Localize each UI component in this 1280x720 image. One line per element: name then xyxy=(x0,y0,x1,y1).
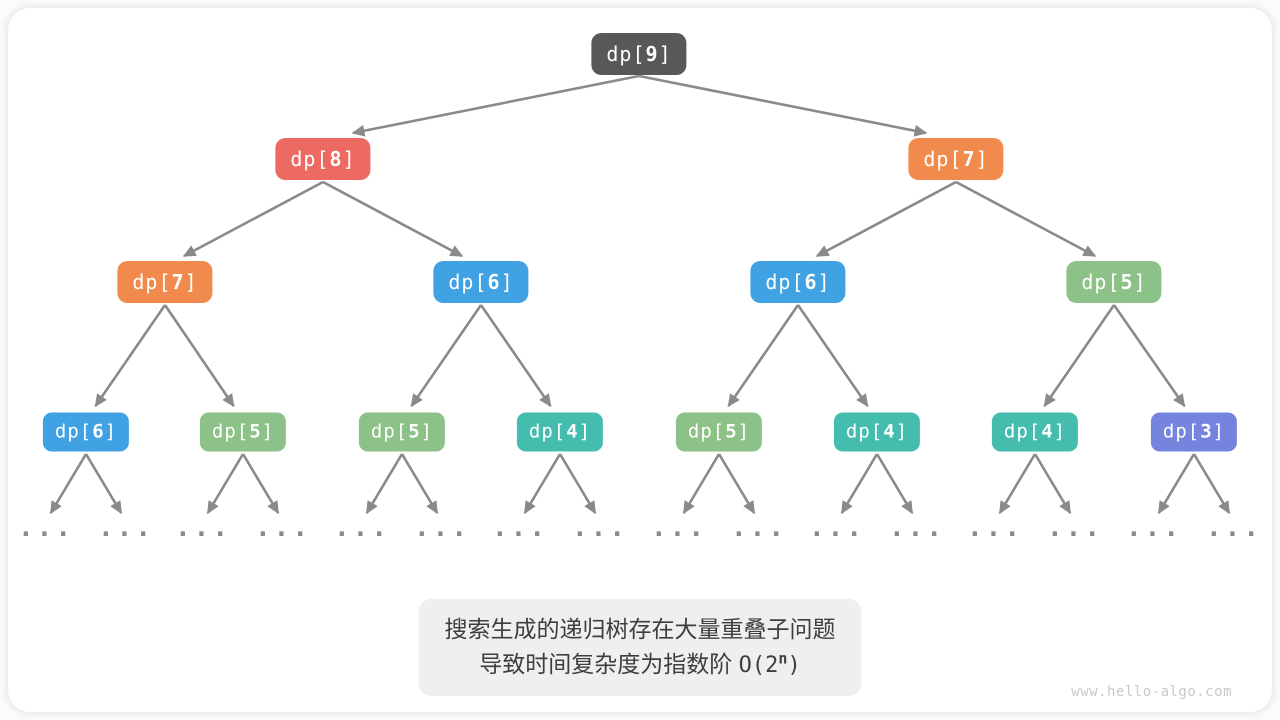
ellipsis-leaf-3: ... xyxy=(255,513,311,543)
caption-line2: 导致时间复杂度为指数阶 O(2n) xyxy=(445,647,836,683)
tree-node-7-dp-6: dp[6] xyxy=(42,412,130,452)
tree-node-9-dp-5: dp[5] xyxy=(358,412,446,452)
ellipsis-leaf-15: ... xyxy=(1206,513,1262,543)
ellipsis-leaf-10: ... xyxy=(809,513,865,543)
tree-node-14-dp-3: dp[3] xyxy=(1150,412,1238,452)
ellipsis-leaf-12: ... xyxy=(967,513,1023,543)
tree-node-13-dp-4: dp[4] xyxy=(991,412,1079,452)
tree-node-0-dp-9: dp[9] xyxy=(591,33,687,75)
tree-node-11-dp-5: dp[5] xyxy=(675,412,763,452)
ellipsis-leaf-8: ... xyxy=(651,513,707,543)
caption-line2-text: 导致时间复杂度为指数阶 xyxy=(479,651,739,677)
caption-line1: 搜索生成的递归树存在大量重叠子问题 xyxy=(444,616,836,642)
watermark-url: www.hello-algo.com xyxy=(1071,684,1232,700)
tree-node-3-dp-7: dp[7] xyxy=(117,261,213,303)
tree-node-12-dp-4: dp[4] xyxy=(833,412,921,452)
ellipsis-leaf-11: ... xyxy=(889,513,945,543)
ellipsis-leaf-6: ... xyxy=(492,513,548,543)
tree-node-10-dp-4: dp[4] xyxy=(516,412,604,452)
tree-node-4-dp-6: dp[6] xyxy=(433,261,529,303)
tree-node-6-dp-5: dp[5] xyxy=(1066,261,1162,303)
tree-node-1-dp-8: dp[8] xyxy=(275,138,371,180)
ellipsis-leaf-13: ... xyxy=(1047,513,1103,543)
tree-node-2-dp-7: dp[7] xyxy=(908,138,1004,180)
tree-node-8-dp-5: dp[5] xyxy=(199,412,287,452)
ellipsis-leaf-7: ... xyxy=(572,513,628,543)
ellipsis-leaf-9: ... xyxy=(731,513,787,543)
ellipsis-leaf-0: ... xyxy=(18,513,74,543)
tree-node-5-dp-6: dp[6] xyxy=(750,261,846,303)
complexity-formula: O(2n) xyxy=(738,649,801,678)
ellipsis-leaf-4: ... xyxy=(334,513,390,543)
ellipsis-leaf-1: ... xyxy=(98,513,154,543)
ellipsis-leaf-14: ... xyxy=(1126,513,1182,543)
ellipsis-leaf-5: ... xyxy=(414,513,470,543)
ellipsis-leaf-2: ... xyxy=(175,513,231,543)
caption-box: 搜索生成的递归树存在大量重叠子问题 导致时间复杂度为指数阶 O(2n) xyxy=(418,599,862,696)
